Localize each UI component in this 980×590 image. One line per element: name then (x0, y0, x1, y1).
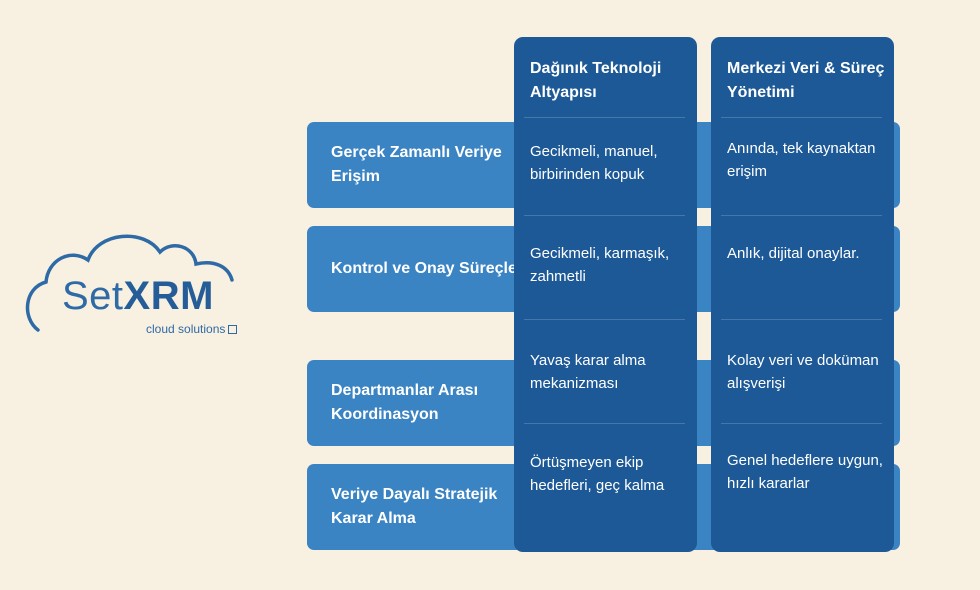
column-cell: Gecikmeli, karmaşık, zahmetli (530, 245, 670, 285)
divider (524, 117, 685, 118)
column-distributed-tech: Dağınık Teknoloji Altyapısı Gecikmeli, m… (514, 37, 697, 552)
row-label: Kontrol ve Onay Süreçleri (331, 260, 528, 277)
divider (721, 215, 882, 216)
divider (721, 423, 882, 424)
logo-wordmark: SetXRM (62, 274, 214, 318)
column-header: Dağınık Teknoloji Altyapısı (530, 60, 662, 101)
column-central-data: Merkezi Veri & Süreç Yönetimi Anında, te… (711, 37, 894, 552)
setxrm-logo: SetXRM cloud solutions (22, 226, 242, 338)
column-cell: Anında, tek kaynaktan erişim (727, 140, 876, 180)
column-cell: Anlık, dijital onaylar. (727, 245, 860, 262)
row-label: Departmanlar Arası Koordinasyon (331, 382, 479, 423)
column-header: Merkezi Veri & Süreç Yönetimi (727, 60, 885, 101)
divider (524, 319, 685, 320)
column-cell: Kolay veri ve doküman alışverişi (727, 352, 879, 392)
column-cell: Yavaş karar alma mekanizması (530, 352, 646, 392)
row-label: Veriye Dayalı Stratejik Karar Alma (331, 486, 498, 527)
divider (524, 215, 685, 216)
row-label: Gerçek Zamanlı Veriye Erişim (331, 144, 502, 185)
divider (721, 117, 882, 118)
registered-mark-icon (228, 325, 238, 335)
logo-tagline: cloud solutions (146, 322, 238, 336)
column-cell: Örtüşmeyen ekip hedefleri, geç kalma (530, 454, 665, 494)
column-cell: Genel hedeflere uygun, hızlı kararlar (727, 452, 883, 492)
cloud-icon (25, 234, 234, 332)
column-cell: Gecikmeli, manuel, birbirinden kopuk (530, 143, 658, 183)
divider (721, 319, 882, 320)
divider (524, 423, 685, 424)
